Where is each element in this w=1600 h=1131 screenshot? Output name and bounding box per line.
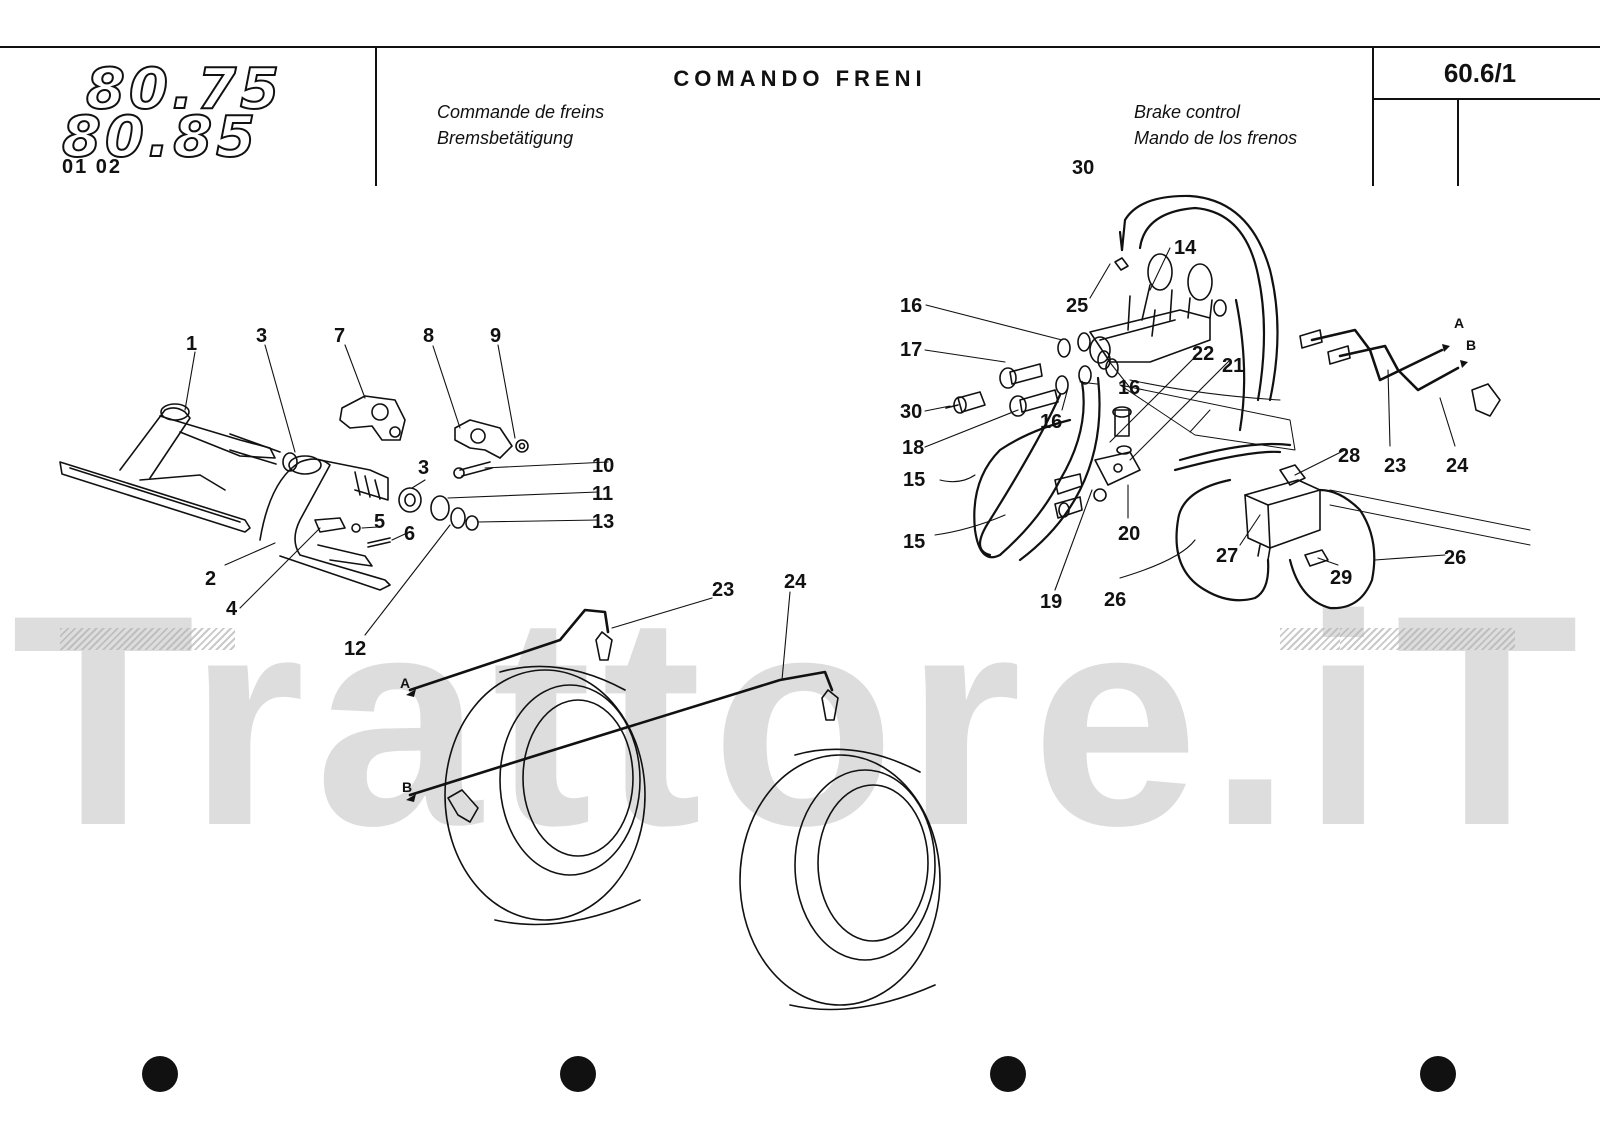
callout-7: 7 bbox=[334, 325, 345, 347]
callout-18: 18 bbox=[902, 437, 924, 459]
part-washers-16 bbox=[1055, 332, 1119, 395]
watermark-hatch-left bbox=[60, 628, 235, 650]
part-hoses-15 bbox=[973, 376, 1101, 562]
title-fr: Commande de freins bbox=[437, 102, 605, 122]
part-lever-7 bbox=[339, 395, 406, 441]
part-pedal-2 bbox=[259, 452, 391, 591]
part-bracket-upper bbox=[1471, 383, 1501, 417]
page-title: COMANDO FRENI bbox=[673, 66, 927, 91]
watermark-hatch-right bbox=[1340, 628, 1515, 650]
title-es: Mando de los frenos bbox=[1134, 128, 1298, 148]
part-brake-drum-left bbox=[444, 665, 646, 926]
logo-bottom: 80.85 bbox=[61, 105, 260, 170]
part-pipe-23-lower bbox=[408, 608, 610, 692]
part-circlip-11 bbox=[430, 495, 450, 521]
binder-hole-1 bbox=[142, 1056, 178, 1092]
callout-10: 10 bbox=[592, 455, 614, 477]
callout-25: 25 bbox=[1066, 295, 1088, 317]
callout-26b: 26 bbox=[1444, 547, 1466, 569]
logo-top: 80.75 bbox=[85, 57, 284, 122]
callout-3b: 3 bbox=[418, 457, 429, 479]
page-code: 60.6/1 bbox=[1443, 58, 1517, 88]
part-bracket-lower bbox=[447, 789, 479, 823]
callout-13: 13 bbox=[592, 511, 614, 533]
callout-20: 20 bbox=[1118, 523, 1140, 545]
callout-2: 2 bbox=[205, 568, 216, 590]
part-block-20 bbox=[1093, 451, 1141, 502]
part-hoses bbox=[1118, 194, 1279, 432]
callout-8: 8 bbox=[423, 325, 434, 347]
part-hoses-26 bbox=[1173, 442, 1376, 610]
callout-30a: 30 bbox=[1072, 157, 1094, 179]
callout-24b: 24 bbox=[1446, 455, 1469, 477]
callout-24a: 24 bbox=[784, 571, 807, 593]
callout-19: 19 bbox=[1040, 591, 1062, 613]
part-clip-29 bbox=[1304, 549, 1329, 567]
callout-3a: 3 bbox=[256, 325, 267, 347]
part-brake-drum-right bbox=[739, 748, 941, 1011]
callout-11: 11 bbox=[592, 483, 613, 505]
label-b-upper: B bbox=[1466, 337, 1476, 353]
part-bolt-19 bbox=[1054, 473, 1083, 519]
label-a-upper: A bbox=[1454, 315, 1464, 331]
part-washer-12 bbox=[450, 507, 466, 529]
part-pin-6 bbox=[367, 537, 391, 548]
part-pipe-24-upper bbox=[1338, 344, 1460, 392]
part-bolt-17 bbox=[999, 363, 1043, 389]
callout-16a: 16 bbox=[900, 295, 922, 317]
label-b-lower: B bbox=[402, 779, 412, 795]
header: 80.75 80.85 01 02 COMANDO FRENI Commande… bbox=[0, 0, 1600, 190]
binder-hole-2 bbox=[560, 1056, 596, 1092]
callout-26a: 26 bbox=[1104, 589, 1126, 611]
title-en: Brake control bbox=[1134, 102, 1241, 122]
part-lever-8 bbox=[453, 419, 513, 479]
part-clip-25 bbox=[1114, 257, 1129, 271]
callout-12: 12 bbox=[344, 638, 366, 660]
callout-15a: 15 bbox=[903, 469, 925, 491]
callout-17: 17 bbox=[900, 339, 922, 361]
part-washer-5 bbox=[351, 523, 361, 533]
callout-29: 29 bbox=[1330, 567, 1352, 589]
part-nut-9 bbox=[515, 439, 529, 453]
page-code-divider bbox=[1457, 98, 1459, 186]
callout-1: 1 bbox=[186, 333, 197, 355]
callout-6: 6 bbox=[404, 523, 415, 545]
page-code-rule bbox=[1372, 98, 1600, 100]
header-top-rule bbox=[0, 46, 1600, 48]
title-de: Bremsbetätigung bbox=[437, 128, 574, 148]
callout-15b: 15 bbox=[903, 531, 925, 553]
callout-30b: 30 bbox=[900, 401, 922, 423]
callout-28: 28 bbox=[1338, 445, 1360, 467]
callout-16b: 16 bbox=[1040, 411, 1062, 433]
callout-5: 5 bbox=[374, 511, 385, 533]
part-pipe-24-lower bbox=[408, 670, 834, 797]
header-divider-left bbox=[375, 46, 377, 186]
callout-14: 14 bbox=[1174, 237, 1197, 259]
callout-4: 4 bbox=[226, 598, 238, 620]
callout-23b: 23 bbox=[1384, 455, 1406, 477]
part-pedal-1 bbox=[59, 403, 281, 533]
callout-22: 22 bbox=[1192, 343, 1214, 365]
part-pipe-23-upper bbox=[1310, 328, 1444, 382]
watermark-hatch-mid bbox=[1280, 628, 1340, 650]
header-divider-right bbox=[1372, 46, 1374, 186]
binder-hole-4 bbox=[1420, 1056, 1456, 1092]
part-switch-30 bbox=[945, 391, 986, 414]
callout-9: 9 bbox=[490, 325, 501, 347]
callout-27: 27 bbox=[1216, 545, 1238, 567]
model-codes: 01 02 bbox=[62, 156, 123, 178]
part-reservoir-27 bbox=[1244, 464, 1321, 561]
callout-21: 21 bbox=[1222, 355, 1244, 377]
label-a-lower: A bbox=[400, 675, 410, 691]
binder-hole-3 bbox=[990, 1056, 1026, 1092]
callout-23a: 23 bbox=[712, 579, 734, 601]
part-bushing-3 bbox=[398, 487, 422, 513]
part-washer-13 bbox=[465, 515, 479, 531]
callout-16c: 16 bbox=[1118, 377, 1140, 399]
